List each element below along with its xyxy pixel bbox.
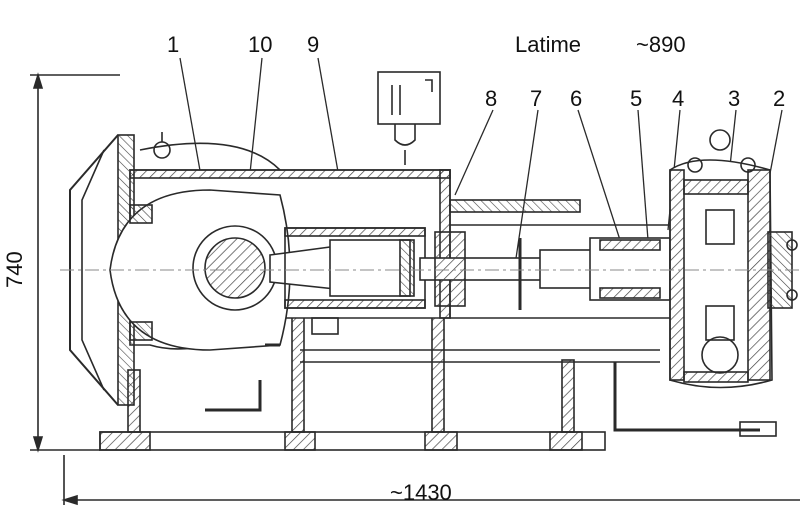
junction-box — [377, 71, 441, 165]
pipework — [205, 343, 777, 437]
width-value: ~890 — [636, 32, 686, 57]
height-dimension-line — [30, 72, 120, 453]
callout-9: 9 — [307, 32, 320, 57]
callout-4: 4 — [672, 86, 685, 111]
height-dimension-label: 740 — [2, 251, 27, 288]
pump-head — [669, 129, 798, 389]
piston-rod — [419, 231, 681, 310]
callout-2: 2 — [773, 86, 786, 111]
length-dimension-line — [61, 455, 800, 506]
callout-7: 7 — [530, 86, 543, 111]
distance-piece — [449, 199, 670, 319]
callout-8: 8 — [485, 86, 498, 111]
length-dimension-label: ~1430 — [390, 480, 452, 505]
callout-1: 1 — [167, 32, 180, 57]
callout-5: 5 — [630, 86, 643, 111]
callout-3: 3 — [728, 86, 741, 111]
crankshaft — [109, 189, 291, 351]
base-frame — [99, 314, 660, 451]
callout-10: 10 — [248, 32, 273, 57]
callout-6: 6 — [570, 86, 583, 111]
width-label: Latime — [515, 32, 582, 57]
